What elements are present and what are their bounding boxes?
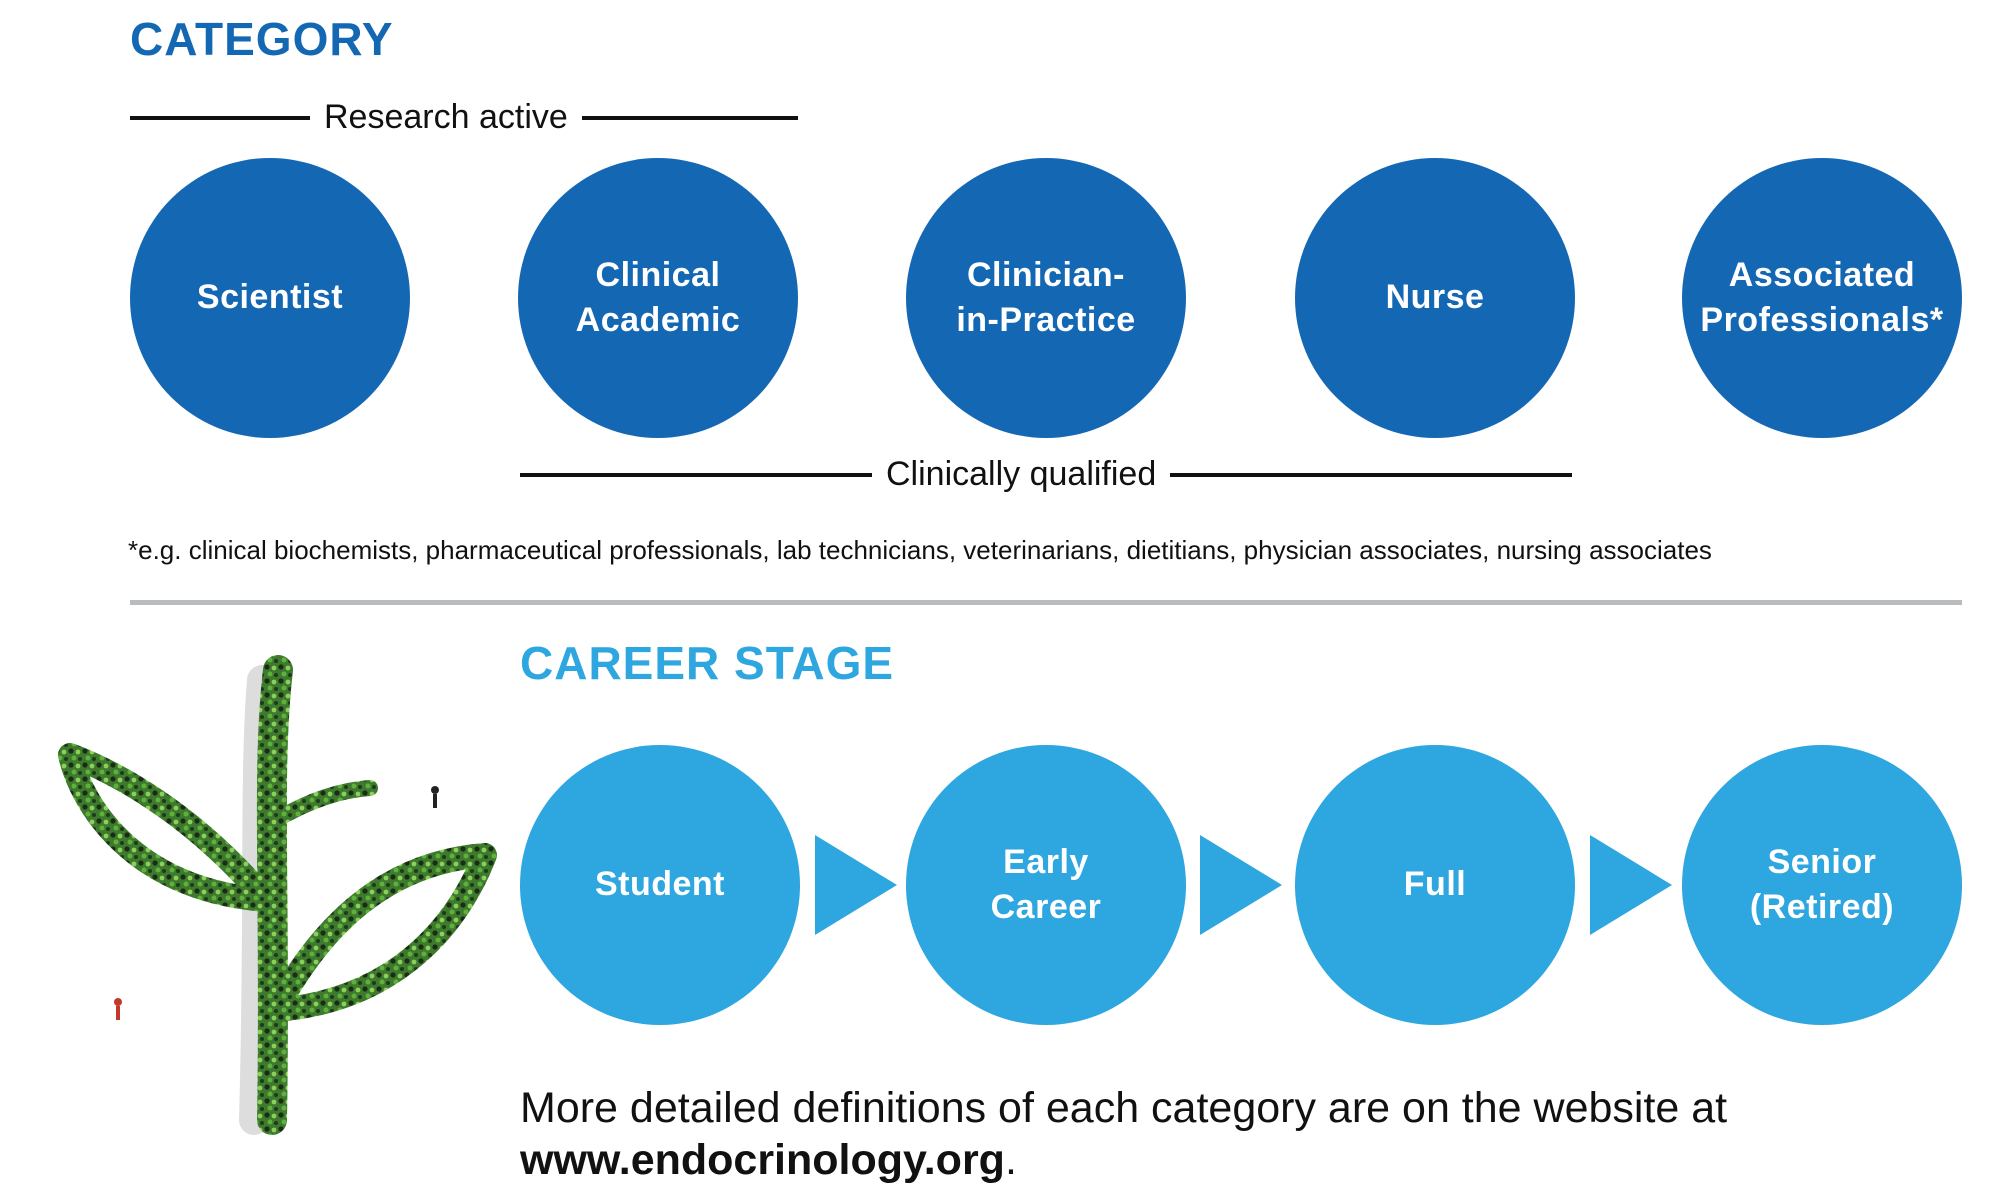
category-scientist-label: Scientist <box>196 278 344 317</box>
category-associated-professionals-label: Associated Professionals* <box>1700 255 1944 339</box>
career-early-career: Early Career <box>906 745 1186 1025</box>
arrow-right-icon <box>815 835 897 935</box>
career-early-career-label: Early Career <box>990 842 1102 926</box>
plant-stem <box>256 655 293 1135</box>
category-nurse: Nurse <box>1295 158 1575 438</box>
category-scientist: Scientist <box>130 158 410 438</box>
research-active-label: Research active <box>310 92 582 142</box>
category-clinician-in-practice-label: Clinician- in-Practice <box>956 255 1136 339</box>
career-senior-retired-label: Senior (Retired) <box>1749 842 1895 926</box>
category-associated-professionals: Associated Professionals* <box>1682 158 1962 438</box>
plant-crowd-illustration <box>58 655 497 1135</box>
category-nurse-label: Nurse <box>1385 278 1485 317</box>
more-definitions-text: More detailed definitions of each catego… <box>520 1084 1728 1132</box>
website-url[interactable]: www.endocrinology.org <box>520 1136 1005 1184</box>
website-link-line: www.endocrinology.org. <box>520 1132 1017 1188</box>
research-active-bracket: Research active <box>130 92 798 142</box>
career-student-label: Student <box>594 865 726 904</box>
career-student: Student <box>520 745 800 1025</box>
arrow-right-icon <box>1200 835 1282 935</box>
category-clinician-in-practice: Clinician- in-Practice <box>906 158 1186 438</box>
career-full: Full <box>1295 745 1575 1025</box>
section-divider <box>130 600 1962 605</box>
career-full-label: Full <box>1403 865 1467 904</box>
plant-leaf-right <box>264 843 497 1022</box>
category-clinical-academic: Clinical Academic <box>518 158 798 438</box>
clinically-qualified-bracket: Clinically qualified <box>520 449 1572 499</box>
plant-leaf-left <box>58 743 278 912</box>
career-stage-heading: CAREER STAGE <box>520 637 895 689</box>
url-suffix: . <box>1004 1136 1017 1184</box>
category-clinical-academic-label: Clinical Academic <box>575 255 741 339</box>
category-heading: CATEGORY <box>130 13 394 65</box>
category-footnote: *e.g. clinical biochemists, pharmaceutic… <box>128 535 1712 565</box>
clinically-qualified-label: Clinically qualified <box>872 449 1171 499</box>
arrow-right-icon <box>1590 835 1672 935</box>
career-senior-retired: Senior (Retired) <box>1682 745 1962 1025</box>
